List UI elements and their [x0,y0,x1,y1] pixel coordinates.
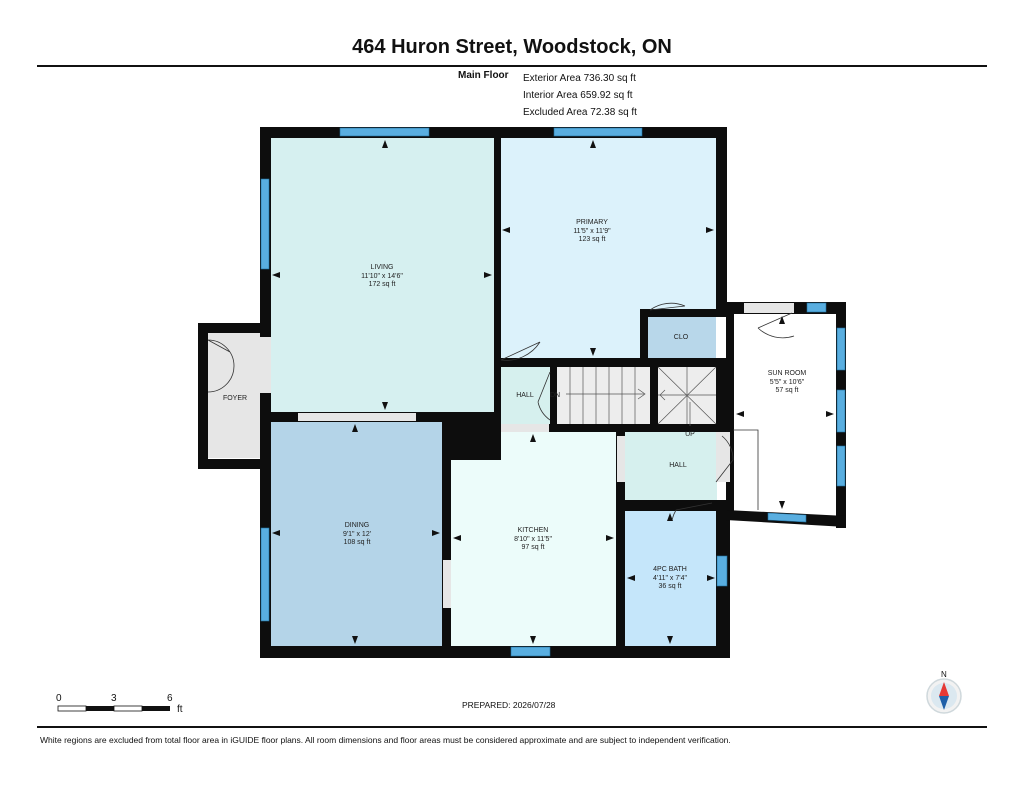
dining-label: DINING [345,522,370,529]
kitchen-label: KITCHEN [518,527,549,534]
hall-lower [625,428,717,500]
windows [260,127,846,657]
foyer-room [208,332,260,458]
living-area: 172 sq ft [369,281,396,288]
scale-unit: ft [177,704,183,715]
scale-tick-3: 3 [111,693,117,704]
dining-room [270,422,442,646]
bath-dims: 4'11" x 7'4" [653,575,687,582]
kitchen-area: 97 sq ft [522,544,545,551]
scale-tick-0: 0 [56,693,62,704]
title-divider [37,65,987,67]
page-title: 464 Huron Street, Woodstock, ON [352,36,672,58]
stair-down [556,366,650,424]
sun-room [734,314,836,512]
sunroom-area: 57 sq ft [776,387,799,394]
stair-down-label: DN [550,392,560,399]
hall-upper [500,366,550,424]
bath-label: 4PC BATH [653,566,687,573]
kitchen-room [451,432,616,646]
living-room [270,138,494,412]
bath-room [625,511,717,646]
doors [207,302,795,521]
exterior-area: Exterior Area 736.30 sq ft [523,73,636,84]
interior-area: Interior Area 659.92 sq ft [523,90,633,101]
sunroom-dims: 5'5" x 10'6" [770,379,805,386]
dining-area: 108 sq ft [344,539,371,546]
foyer-label: FOYER [223,395,247,402]
excluded-area: Excluded Area 72.38 sq ft [523,107,637,118]
floor-name: Main Floor [458,70,509,81]
hall-lower-label: HALL [669,462,687,469]
kitchen-dims: 8'10" x 11'5" [514,536,552,543]
hall-upper-label: HALL [516,392,534,399]
scale-tick-6: 6 [167,693,173,704]
openings [260,303,794,608]
living-label: LIVING [371,264,394,271]
disclaimer: White regions are excluded from total fl… [40,735,731,745]
living-dims: 11'10" x 14'6" [361,273,403,280]
sunroom-label: SUN ROOM [768,370,807,377]
closet-label: CLO [674,334,689,341]
scale-bar: 0 3 6 ft [56,693,183,715]
area-summary: Exterior Area 736.30 sq ft Interior Area… [523,70,637,121]
bath-area: 36 sq ft [659,583,682,590]
dimension-arrows [272,140,834,644]
staircases [566,366,717,426]
compass-icon: N [926,670,962,714]
primary-area: 123 sq ft [579,236,606,243]
dining-dims: 9'1" x 12' [343,531,371,538]
prepared-date: PREPARED: 2026/07/28 [462,700,556,710]
compass-north-label: N [941,670,947,679]
primary-dims: 11'5" x 11'9" [573,228,611,235]
primary-label: PRIMARY [576,219,608,226]
stair-up-label: UP [685,431,695,438]
closet [648,316,716,358]
footer-divider [37,726,987,728]
